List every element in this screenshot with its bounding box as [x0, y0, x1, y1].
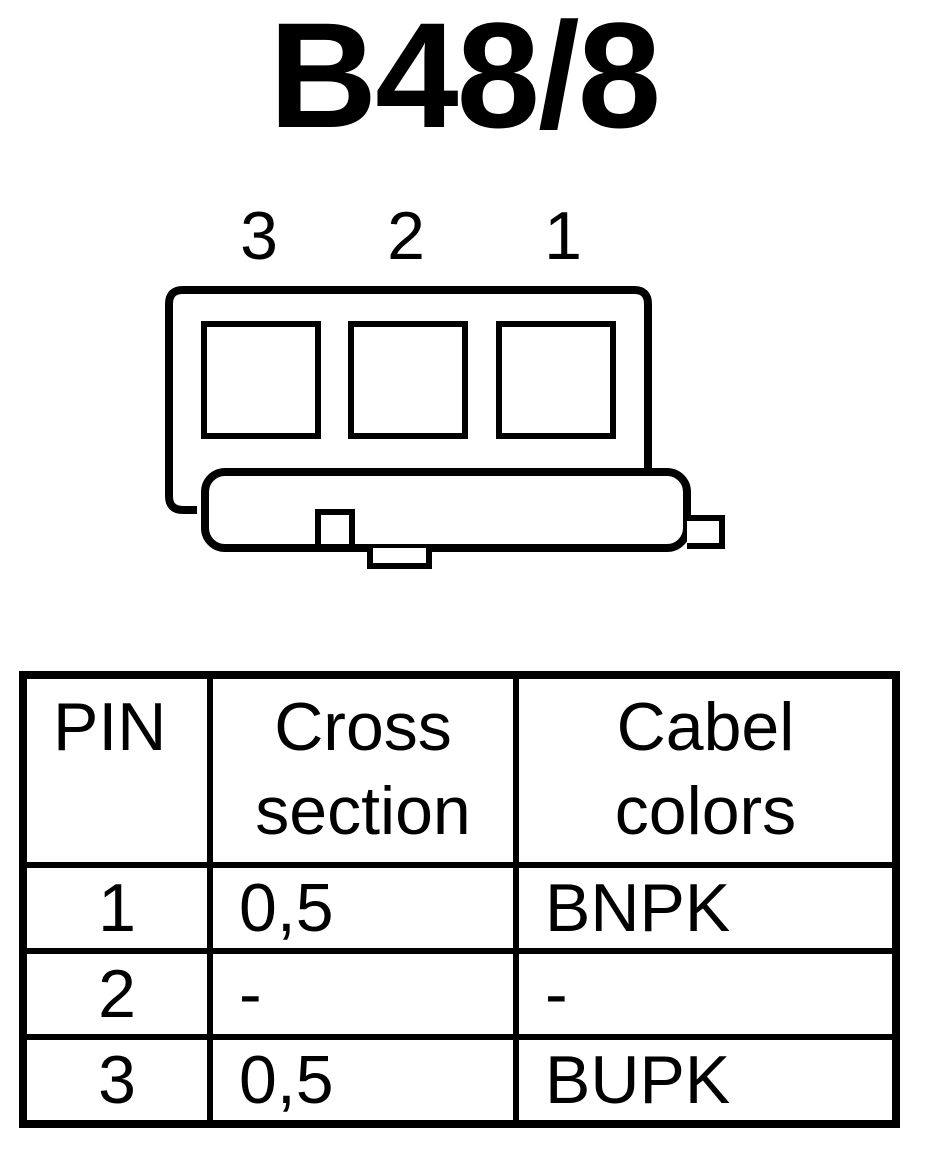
- row-cross-section: -: [207, 948, 519, 1040]
- row-cross-section: 0,5: [207, 1034, 519, 1127]
- pin-cavity-3: [201, 321, 321, 439]
- row-pin: 3: [20, 1034, 213, 1127]
- row-color: -: [513, 948, 899, 1040]
- row-cross-section: 0,5: [207, 862, 519, 954]
- connector-title: B48/8: [268, 0, 661, 159]
- pin-label-1: 1: [544, 198, 582, 274]
- row-pin: 2: [20, 948, 213, 1040]
- pin-label-3: 3: [240, 198, 278, 274]
- connector-diagram: [165, 286, 725, 569]
- header-pin: PIN: [20, 672, 213, 868]
- row-color: BUPK: [513, 1034, 899, 1127]
- pin-cavity-2: [348, 321, 468, 439]
- connector-bottom-tab: [367, 548, 432, 569]
- pin-label-2: 2: [387, 198, 425, 274]
- table-row: 3 0,5 BUPK: [20, 1034, 899, 1127]
- table-row: 2 - -: [20, 948, 899, 1040]
- pin-cavity-1: [496, 321, 616, 439]
- connector-right-tab: [687, 515, 725, 549]
- row-pin: 1: [20, 862, 213, 954]
- row-color: BNPK: [513, 862, 899, 954]
- connector-notch: [315, 509, 355, 546]
- table-row: 1 0,5 BNPK: [20, 862, 899, 954]
- connector-housing: [165, 286, 652, 514]
- connector-latch: [201, 468, 691, 552]
